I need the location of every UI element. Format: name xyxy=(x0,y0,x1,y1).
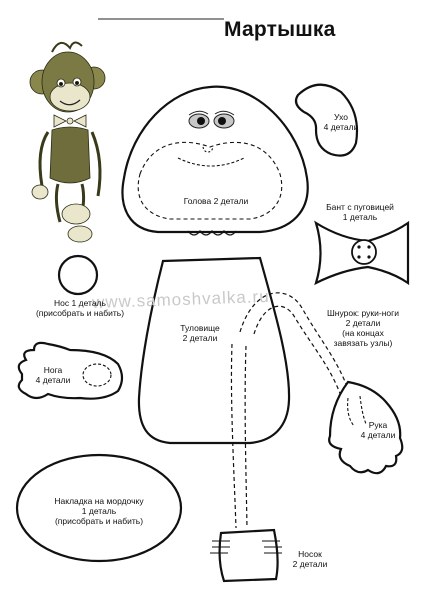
ear-piece xyxy=(294,83,359,157)
left-eye-icon xyxy=(197,117,205,125)
page-title: Мартышка xyxy=(224,18,336,41)
nose-label: Нос 1 деталь(присобрать и набить) xyxy=(35,298,125,318)
monkey-illustration xyxy=(29,41,106,243)
bow-piece xyxy=(314,220,410,286)
arm-cord xyxy=(239,292,350,393)
foot-piece xyxy=(17,341,124,400)
gather-stitch xyxy=(187,229,237,236)
button-icon xyxy=(351,239,377,265)
nose-piece xyxy=(57,254,99,296)
hand-piece xyxy=(328,380,404,475)
muzzle-piece xyxy=(15,453,183,563)
torso-piece xyxy=(137,256,291,445)
leg-cord xyxy=(230,343,237,529)
head-label: Голова 2 детали xyxy=(183,196,249,206)
right-eye-icon xyxy=(218,117,226,125)
head-piece xyxy=(121,85,309,234)
sock-piece xyxy=(210,528,282,583)
